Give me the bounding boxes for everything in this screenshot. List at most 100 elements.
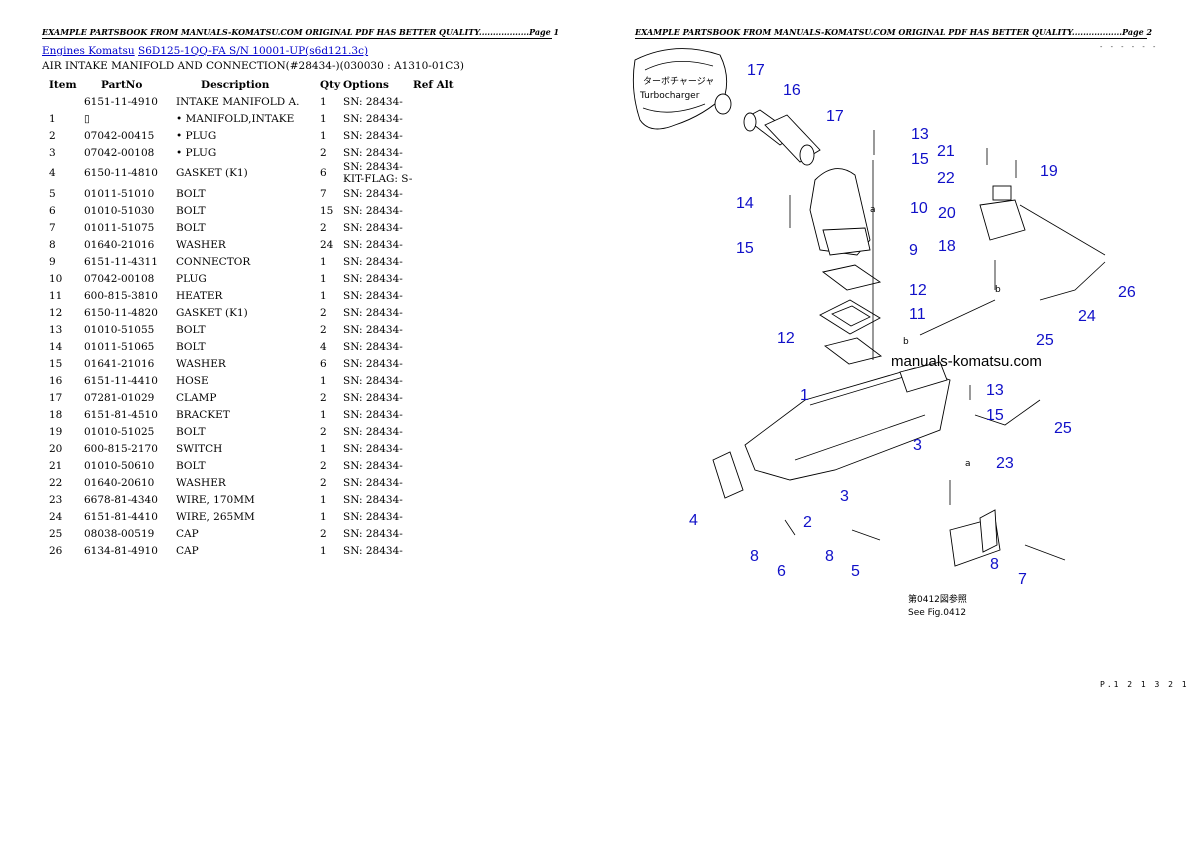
cell-description: • PLUG (176, 129, 217, 142)
cell-ref-alt (413, 491, 473, 508)
cell-qty: 15 (320, 204, 334, 217)
cell-item: 13 (49, 323, 63, 336)
cell-description: • MANIFOLD,INTAKE (176, 112, 295, 125)
cell-item: 15 (49, 357, 63, 370)
callout-17: 17 (747, 62, 765, 79)
cell-partno: 01011-51065 (84, 340, 155, 353)
options-text: SN: 28434- (343, 476, 403, 489)
leader-letter-a-lower: a (965, 459, 971, 469)
callout-3: 3 (840, 488, 849, 505)
cell-partno: 07042-00108 (84, 272, 155, 285)
callout-24: 24 (1078, 308, 1096, 325)
cell-partno: 01010-51025 (84, 425, 155, 438)
options-text: SN: 28434- (343, 357, 403, 370)
cell-item: 21 (49, 459, 63, 472)
cell-description: BOLT (176, 323, 206, 336)
callout-15: 15 (986, 407, 1004, 424)
cell-qty: 6 (320, 167, 327, 179)
cell-qty: 1 (320, 374, 327, 387)
options-text: SN: 28434- (343, 527, 403, 540)
col-header-item: Item (49, 78, 77, 91)
cell-qty: 2 (320, 221, 327, 234)
options-text: SN: 28434- (343, 391, 403, 404)
cell-item: 1 (49, 112, 56, 125)
cell-partno: 6134-81-4910 (84, 544, 158, 557)
cell-partno: 01640-21016 (84, 238, 155, 251)
callout-20: 20 (938, 205, 956, 222)
corner-mark: - - - - - - (1100, 43, 1159, 51)
cell-options: SN: 28434- (343, 355, 413, 372)
cell-ref-alt (413, 110, 473, 127)
cell-item: 18 (49, 408, 63, 421)
cell-partno: 6678-81-4340 (84, 493, 158, 506)
cell-description: CAP (176, 544, 199, 557)
cell-ref-alt (413, 406, 473, 423)
cell-options: SN: 28434- (343, 202, 413, 219)
cell-item: 19 (49, 425, 63, 438)
options-text: SN: 28434- (343, 323, 403, 336)
callout-15: 15 (911, 151, 929, 168)
callout-21: 21 (937, 143, 955, 160)
cell-options: SN: 28434- (343, 236, 413, 253)
cell-qty: 2 (320, 459, 327, 472)
cell-options: SN: 28434- (343, 457, 413, 474)
callout-25: 25 (1054, 420, 1072, 437)
cell-description: SWITCH (176, 442, 223, 455)
cell-options: SN: 28434- (343, 423, 413, 440)
breadcrumb-link-model[interactable]: S6D125-1QQ-FA S/N 10001-UP(s6d121.3c) (138, 45, 369, 57)
cell-ref-alt (413, 542, 473, 559)
options-text: SN: 28434- (343, 289, 403, 302)
cell-partno: 07042-00415 (84, 129, 155, 142)
callout-8: 8 (825, 548, 834, 565)
cell-description: GASKET (K1) (176, 306, 248, 319)
col-header-partno: PartNo (101, 78, 143, 91)
callout-14: 14 (736, 195, 754, 212)
cell-item: 26 (49, 544, 63, 557)
options-text: SN: 28434- (343, 544, 403, 557)
options-text: SN: 28434- (343, 187, 403, 200)
cell-description: WIRE, 265MM (176, 510, 255, 523)
cell-ref-alt (413, 372, 473, 389)
options-kit-flag: KIT-FLAG: S- (343, 173, 413, 185)
options-text: SN: 28434- (343, 146, 403, 159)
cell-ref-alt (413, 144, 473, 161)
cell-description: BOLT (176, 187, 206, 200)
col-header-qty: Qty (320, 78, 341, 91)
cell-qty: 1 (320, 129, 327, 142)
options-text: SN: 28434- (343, 408, 403, 421)
cell-options: SN: 28434- (343, 185, 413, 202)
cell-qty: 2 (320, 391, 327, 404)
cell-item: 14 (49, 340, 63, 353)
callout-22: 22 (937, 170, 955, 187)
parts-table-header: Item PartNo Description Qty Options Ref … (42, 76, 473, 93)
options-text: SN: 28434- (343, 459, 403, 472)
cell-item: 11 (49, 289, 63, 302)
switch-bracket-drawing (979, 185, 1026, 241)
callout-1: 1 (800, 387, 809, 404)
cell-ref-alt (413, 253, 473, 270)
cell-item: 4 (49, 167, 56, 179)
callout-13: 13 (986, 382, 1004, 399)
cell-ref-alt (413, 355, 473, 372)
cell-partno: 600-815-2170 (84, 442, 158, 455)
cell-qty: 24 (320, 238, 334, 251)
cell-qty: 2 (320, 323, 327, 336)
cell-partno: 6150-11-4810 (84, 167, 158, 179)
callout-19: 19 (1040, 163, 1058, 180)
cell-ref-alt (413, 287, 473, 304)
breadcrumb-link-engines[interactable]: Engines Komatsu (42, 45, 135, 57)
cell-ref-alt (413, 185, 473, 202)
